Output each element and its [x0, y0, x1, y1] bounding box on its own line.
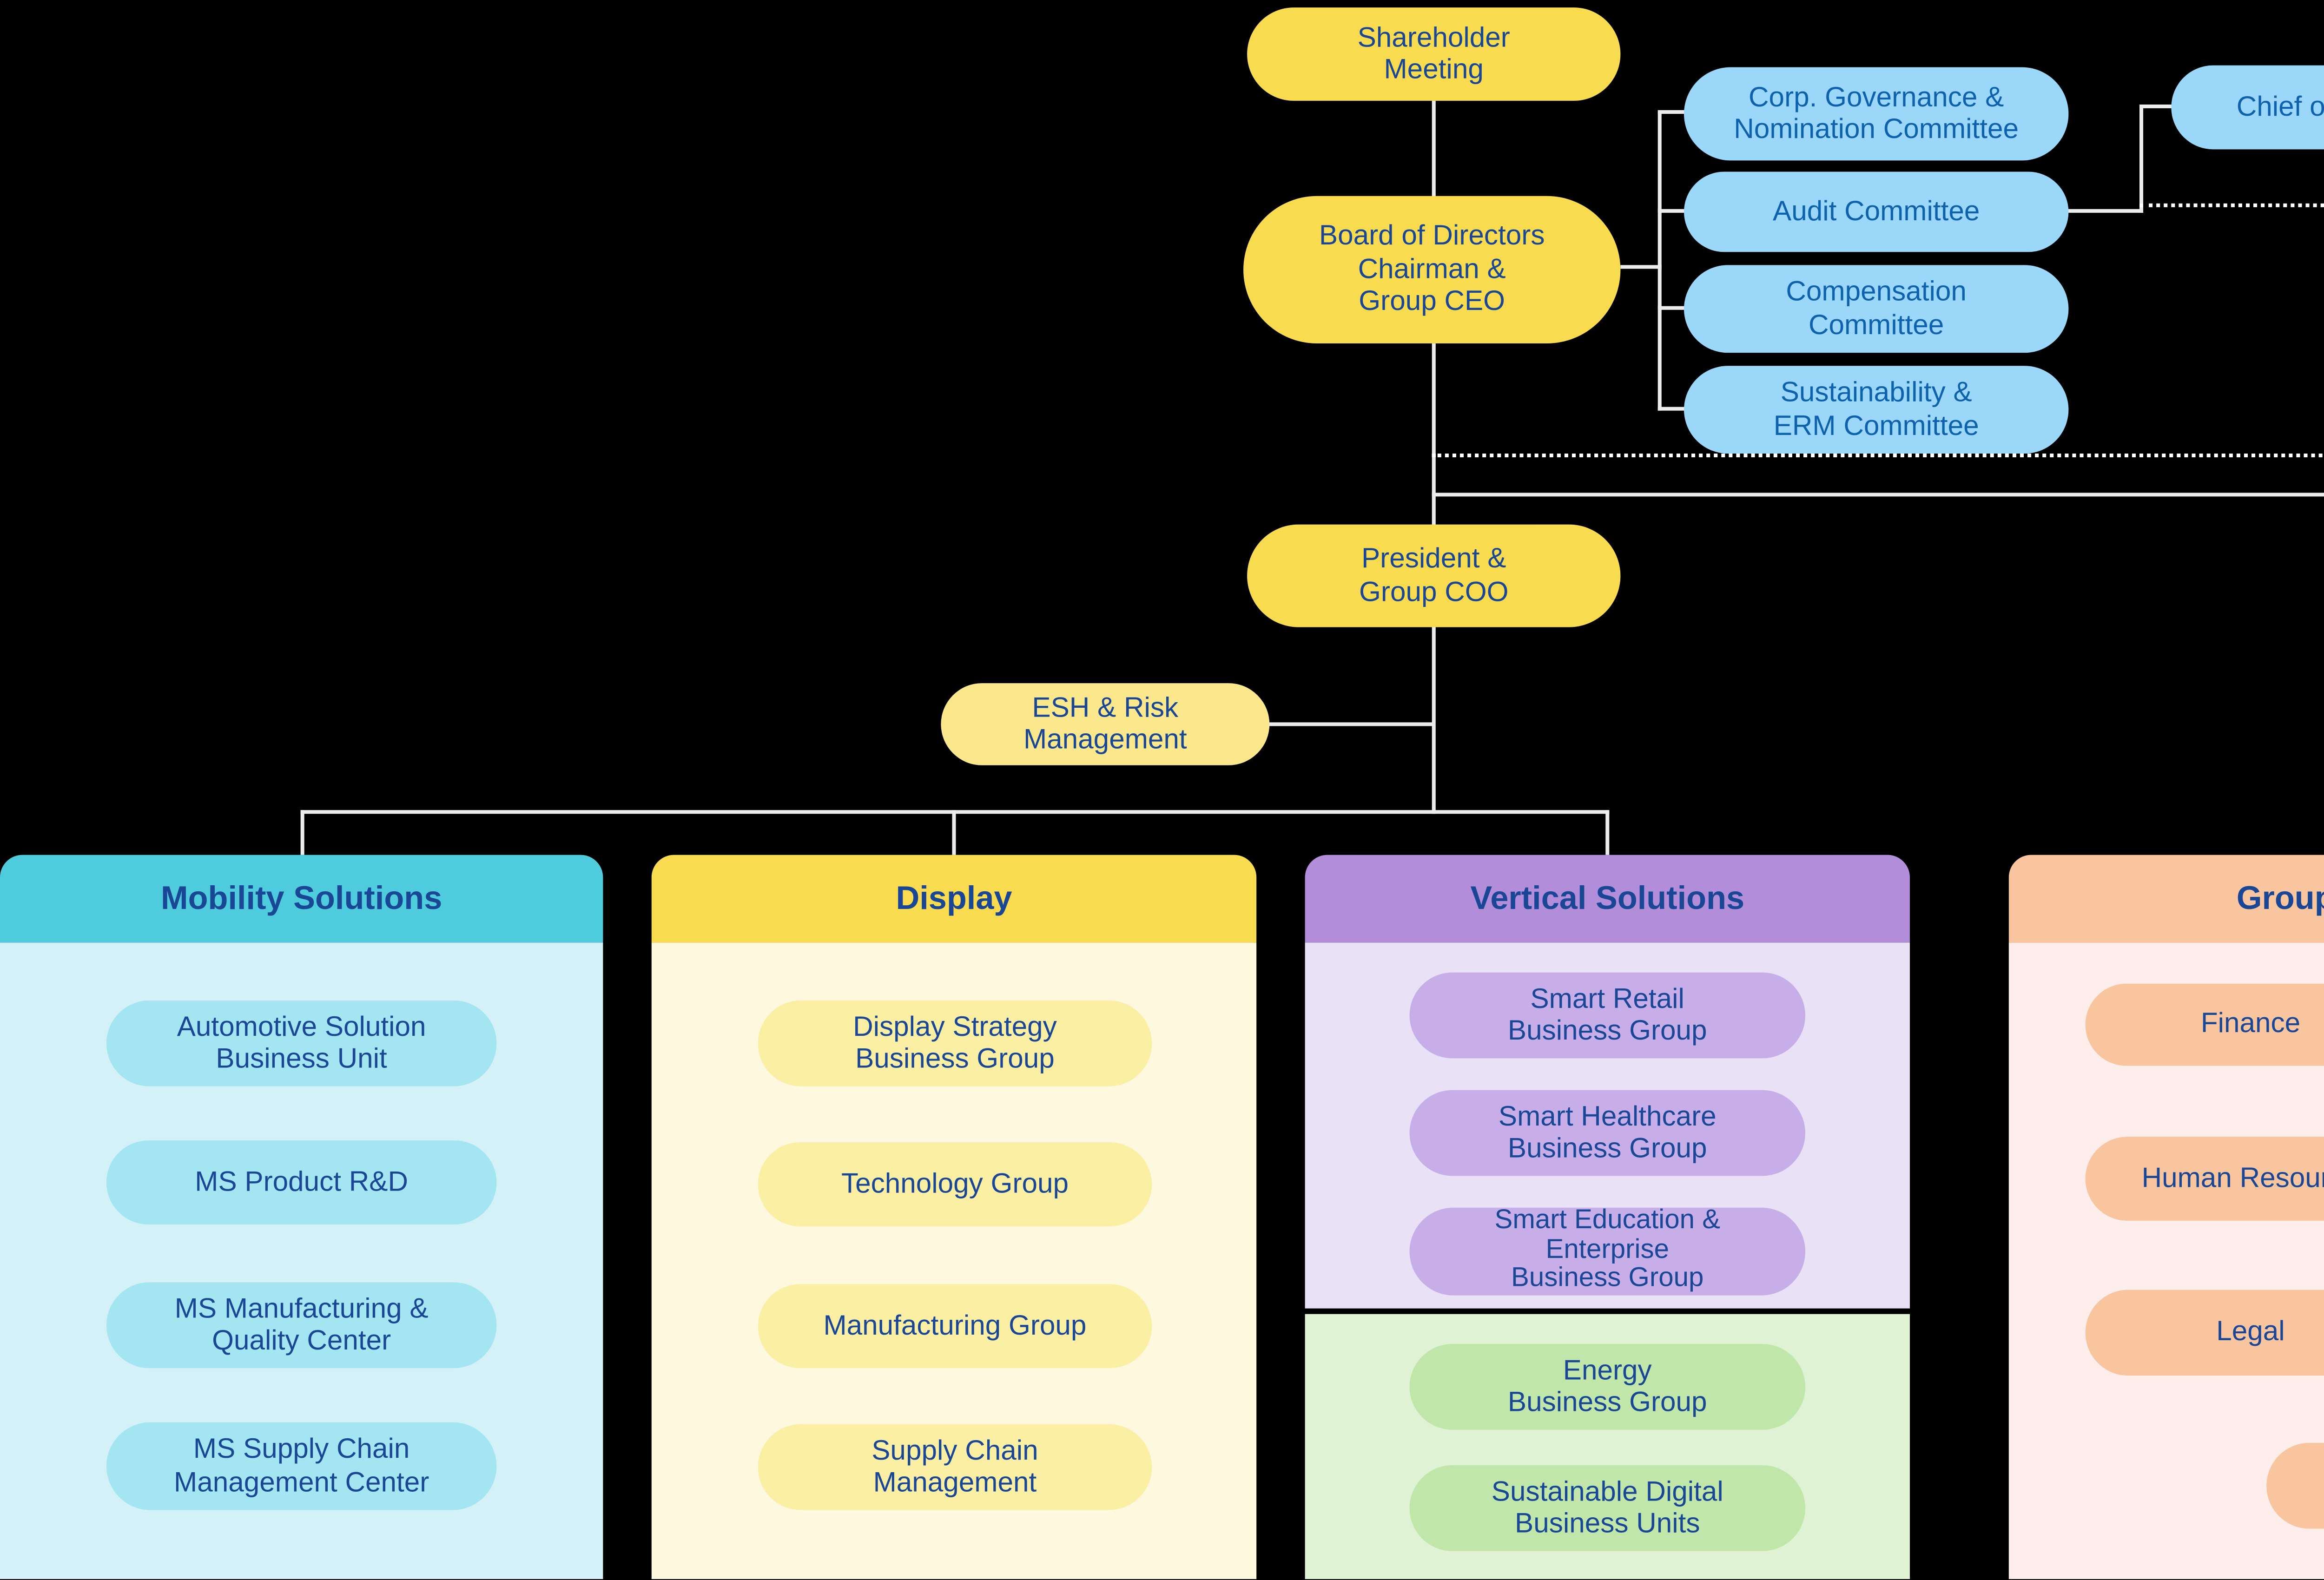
division-group-infrastructure: Group Infrastructure Unit Finance Digita… — [2008, 855, 2324, 1580]
node-label: Sustainability & ERM Committee — [1773, 377, 1979, 441]
division-header: Mobility Solutions — [0, 855, 603, 943]
connector-line — [1657, 407, 1688, 411]
connector-line — [1432, 343, 1436, 528]
node-finance: Finance — [2085, 983, 2324, 1066]
node-supply-chain-management: Supply Chain Management — [758, 1424, 1152, 1510]
division-title: Display — [896, 879, 1012, 917]
node-label: Smart Retail Business Group — [1507, 983, 1707, 1047]
connector-line — [1657, 112, 1662, 411]
connector-line — [952, 810, 956, 855]
division-header: Group Infrastructure Unit — [2008, 855, 2324, 943]
node-label: Manufacturing Group — [823, 1310, 1087, 1342]
node-ms-product-rd: MS Product R&D — [106, 1140, 497, 1224]
node-label: Smart Education & Enterprise Business Gr… — [1494, 1206, 1721, 1294]
node-board-of-directors: Board of Directors Chairman & Group CEO — [1243, 196, 1621, 344]
node-label: Smart Healthcare Business Group — [1498, 1100, 1717, 1165]
dotted-connector-line — [2139, 203, 2324, 207]
division-vertical-solutions: Vertical Solutions Smart Retail Business… — [1305, 855, 1910, 1580]
node-label: Compensation Committee — [1786, 276, 1967, 341]
node-label: Finance — [2200, 1008, 2301, 1040]
node-committee-compensation: Compensation Committee — [1684, 265, 2069, 353]
node-president-coo: President & Group COO — [1247, 524, 1621, 627]
node-sustainable-digital: Sustainable Digital Business Units — [1409, 1465, 1806, 1551]
node-smart-education-enterprise: Smart Education & Enterprise Business Gr… — [1409, 1206, 1806, 1296]
node-label: MS Supply Chain Management Center — [174, 1434, 429, 1498]
connector-line — [1620, 265, 1662, 269]
division-display: Display Display Strategy Business Group … — [651, 855, 1257, 1580]
division-mobility-solutions: Mobility Solutions Automotive Solution B… — [0, 855, 603, 1580]
node-energy-business-group: Energy Business Group — [1409, 1343, 1806, 1430]
node-label: Technology Group — [841, 1168, 1069, 1200]
connector-line — [2065, 209, 2144, 213]
node-committee-sustainability-erm: Sustainability & ERM Committee — [1684, 366, 2069, 454]
node-shareholder-meeting: Shareholder Meeting — [1247, 7, 1621, 101]
node-display-strategy: Display Strategy Business Group — [758, 1000, 1152, 1086]
connector-line — [300, 810, 304, 855]
node-human-resource: Human Resource — [2085, 1137, 2324, 1221]
node-label: Legal — [2216, 1316, 2285, 1349]
node-committee-corp-governance: Corp. Governance & Nomination Committee — [1684, 67, 2069, 161]
division-title: Mobility Solutions — [161, 879, 442, 917]
node-label: Automotive Solution Business Unit — [177, 1011, 426, 1075]
node-ms-supply-chain: MS Supply Chain Management Center — [106, 1422, 497, 1510]
connector-line — [1605, 810, 1610, 855]
connector-line — [1657, 110, 1688, 114]
connector-line — [1266, 722, 1434, 726]
node-automotive-solution-bu: Automotive Solution Business Unit — [106, 1000, 497, 1086]
node-label: Supply Chain Management — [872, 1435, 1038, 1499]
node-label: ESH & Risk Management — [1023, 691, 1187, 756]
division-header: Vertical Solutions — [1305, 855, 1910, 943]
division-title: Vertical Solutions — [1470, 879, 1745, 917]
node-esh-risk-management: ESH & Risk Management — [941, 683, 1270, 765]
node-smart-retail: Smart Retail Business Group — [1409, 972, 1806, 1059]
node-label: Human Resource — [2141, 1162, 2324, 1194]
connector-line — [1657, 306, 1688, 310]
node-label: Audit Committee — [1773, 195, 1980, 228]
node-label: Energy Business Group — [1507, 1354, 1707, 1419]
node-label: Board of Directors Chairman & Group CEO — [1319, 221, 1545, 318]
node-technology-group: Technology Group — [758, 1142, 1152, 1226]
node-smart-healthcare: Smart Healthcare Business Group — [1409, 1090, 1806, 1176]
division-header: Display — [651, 855, 1257, 943]
node-label: MS Product R&D — [195, 1166, 409, 1198]
node-ms-manufacturing-quality: MS Manufacturing & Quality Center — [106, 1282, 497, 1369]
dotted-connector-line — [1432, 454, 2324, 458]
division-title: Group Infrastructure Unit — [2236, 879, 2324, 917]
connector-line — [1432, 493, 2324, 497]
node-label: Shareholder Meeting — [1357, 21, 1510, 86]
node-legal: Legal — [2085, 1290, 2324, 1376]
node-label: Sustainable Digital Business Units — [1491, 1475, 1723, 1540]
node-manufacturing-group: Manufacturing Group — [758, 1284, 1152, 1369]
node-label: MS Manufacturing & Quality Center — [174, 1292, 429, 1357]
node-label: Corp. Governance & Nomination Committee — [1734, 81, 2019, 146]
connector-line — [1432, 623, 1436, 814]
node-committee-audit: Audit Committee — [1684, 171, 2069, 252]
node-label: President & Group COO — [1359, 543, 1509, 608]
connector-line — [1432, 100, 1436, 198]
node-chief-of-compliance: Chief of Compliance — [2171, 65, 2324, 150]
connector-line — [1657, 209, 1688, 213]
node-label: Display Strategy Business Group — [853, 1011, 1057, 1075]
connector-line — [2139, 106, 2144, 213]
node-label: Chief of Compliance — [2236, 91, 2324, 123]
connector-line — [2139, 104, 2173, 108]
